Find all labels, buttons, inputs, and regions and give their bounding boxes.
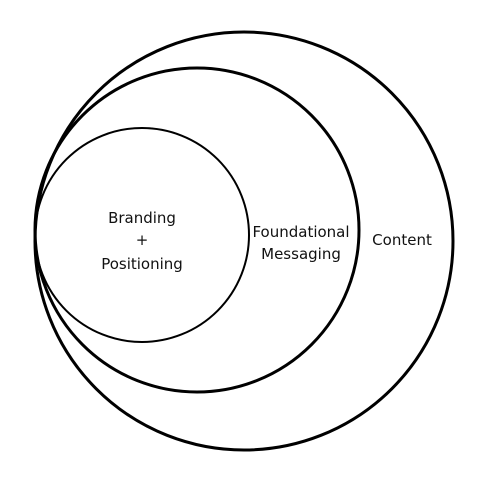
- middle-ring-label-line-2: Messaging: [261, 245, 341, 263]
- inner-ring-label-line-1: Branding: [108, 209, 176, 227]
- inner-ring-label-line-2: +: [136, 231, 149, 249]
- middle-ring-label-line-1: Foundational: [252, 223, 349, 241]
- outer-ring-label: Content: [372, 231, 432, 249]
- inner-ring-label-line-3: Positioning: [101, 255, 183, 273]
- inner-ring: [34, 127, 250, 343]
